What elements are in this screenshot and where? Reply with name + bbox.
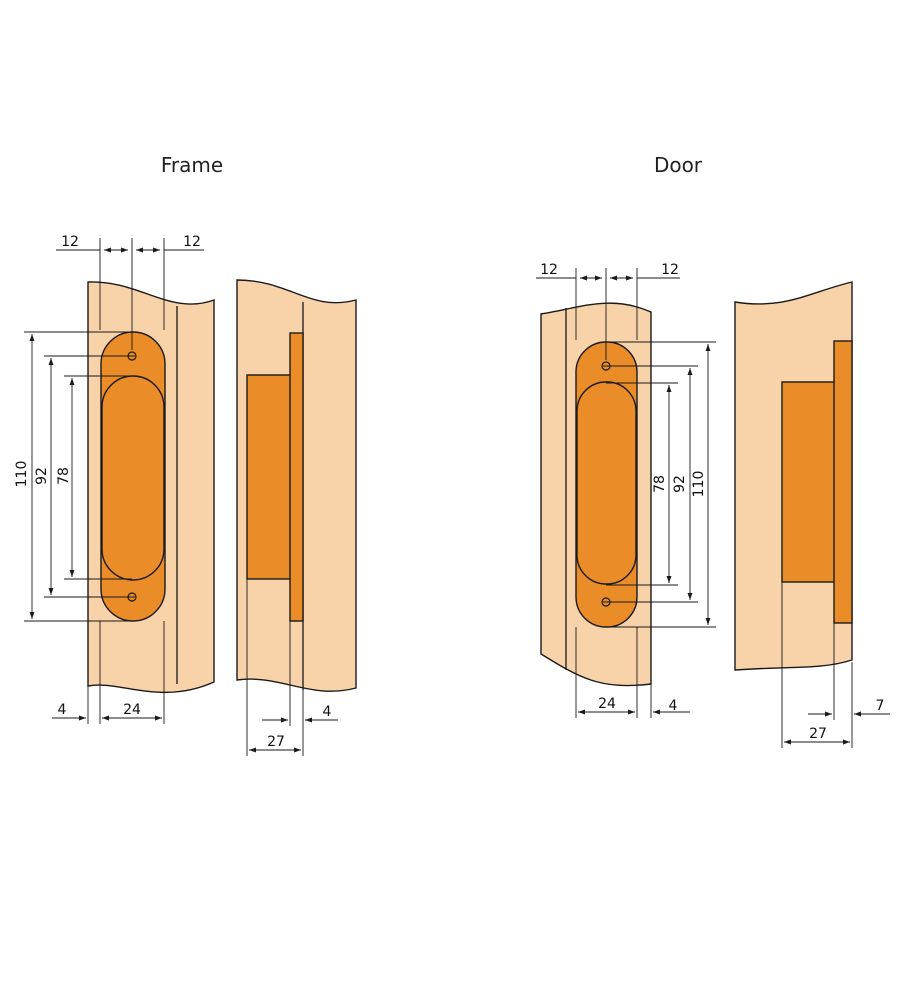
door-vertical-dimensions: 78 92 110 [606,341,716,628]
frame-hinge-inner-body [101,375,165,581]
frame-dim-depth-4: 4 [323,704,332,720]
door-dim-4: 4 [669,698,678,714]
door-dim-24: 24 [598,696,616,712]
frame-dim-110: 110 [14,461,30,488]
door-dim-78: 78 [652,475,668,493]
door-dim-depth-7: 7 [876,698,885,714]
frame-title: Frame [161,153,223,177]
frame-top-dimensions: 12 12 [56,234,204,350]
frame-vertical-dimensions: 110 92 78 [14,331,132,622]
frame-bottom-dimensions: 4 24 [52,621,165,724]
frame-front-view [87,281,215,694]
frame-side-dimensions: 4 27 [246,579,338,756]
frame-dim-78: 78 [56,467,72,485]
door-side-view [734,281,853,671]
door-side-dimensions: 7 27 [781,582,890,748]
door-title: Door [654,153,703,177]
door-top-dimensions: 12 12 [536,262,680,360]
frame-dim-92: 92 [34,467,50,485]
door-hinge-inner-body [576,381,637,585]
frame-dim-12-right: 12 [183,234,201,250]
door-dim-12-left: 12 [540,262,558,278]
door-dim-depth-27: 27 [809,726,827,742]
door-dim-110: 110 [691,471,707,498]
frame-dim-4: 4 [58,702,67,718]
door-bottom-dimensions: 24 4 [575,627,690,718]
door-dim-92: 92 [672,475,688,493]
door-side-hinge-plate [833,340,853,624]
frame-side-view [236,279,357,692]
door-front-view [540,302,652,687]
frame-side-hinge-plate [289,332,304,622]
frame-dim-24: 24 [123,702,141,718]
frame-dim-depth-27: 27 [267,734,285,750]
frame-side-hinge-body [246,374,292,580]
door-side-hinge-body [781,381,836,583]
door-dim-12-right: 12 [661,262,679,278]
frame-dim-12-left: 12 [61,234,79,250]
